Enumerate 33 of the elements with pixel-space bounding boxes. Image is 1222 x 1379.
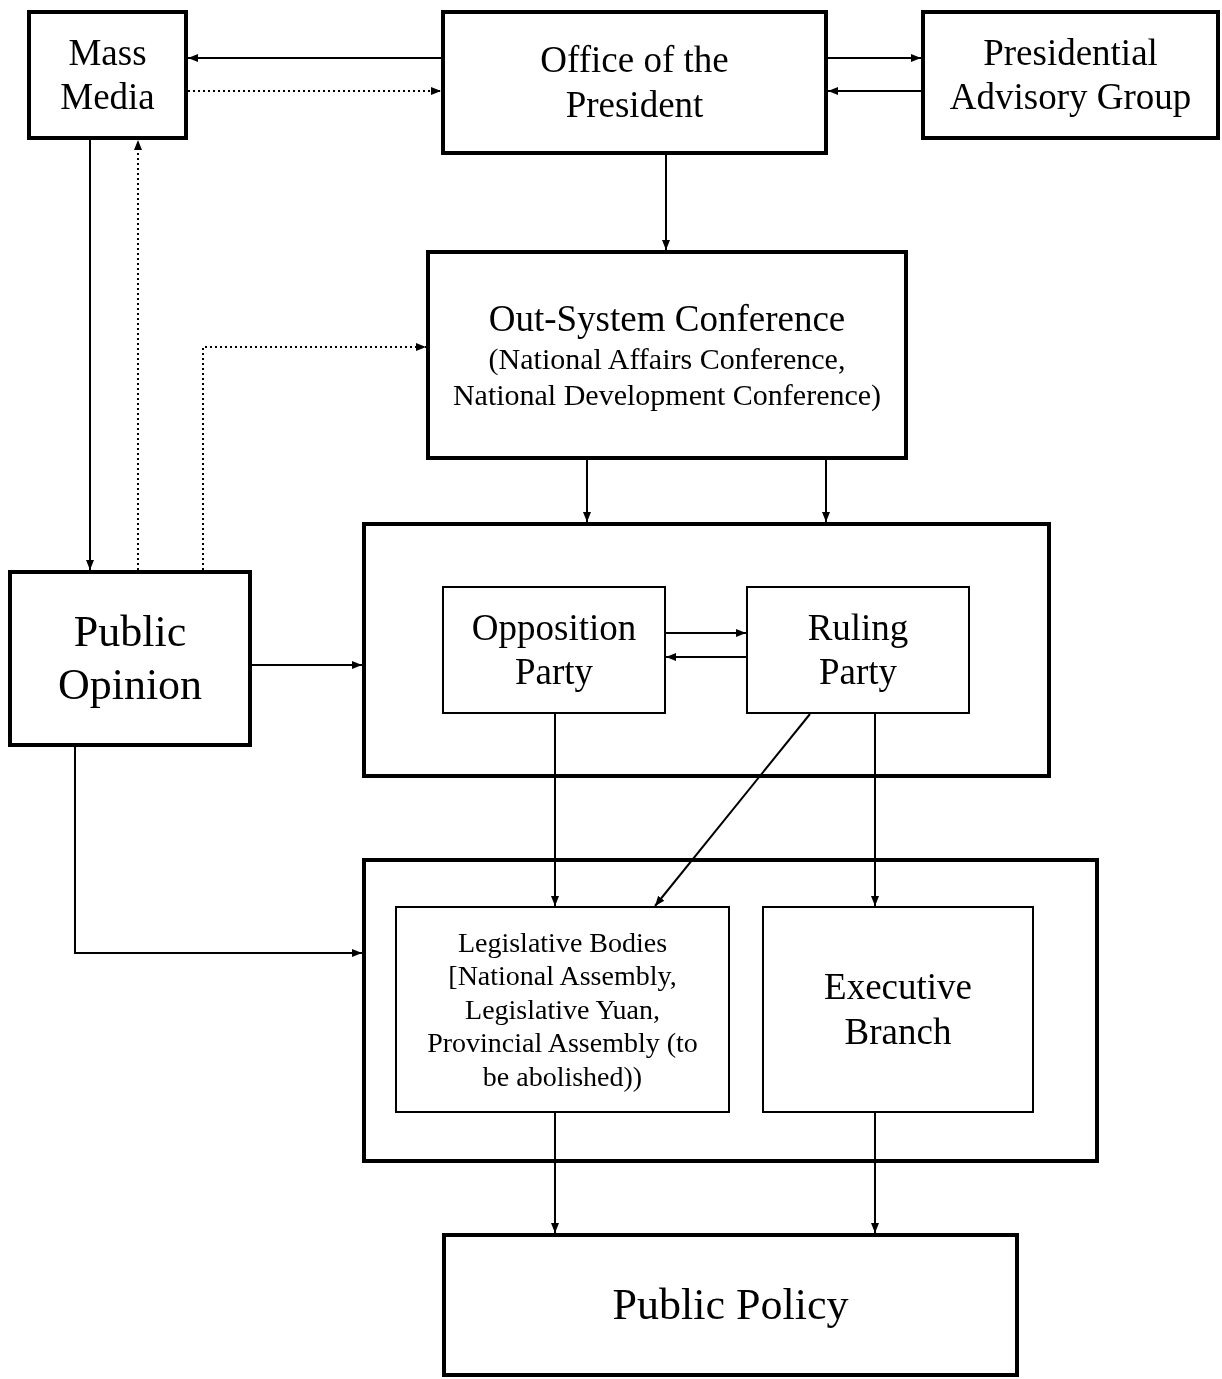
arrow bbox=[665, 629, 747, 637]
arrow bbox=[654, 713, 811, 907]
arrow bbox=[871, 713, 879, 907]
process-box: Public Policy bbox=[442, 1233, 1019, 1377]
process-box bbox=[426, 250, 908, 460]
arrow bbox=[551, 1112, 559, 1234]
arrow bbox=[827, 87, 922, 95]
group-box bbox=[362, 858, 1099, 1163]
group-box bbox=[362, 522, 1051, 778]
process-box: Public Opinion bbox=[8, 570, 252, 747]
inner-box: Legislative Bodies [National Assembly, Legislative Yuan, Provincial Assembly (to be abolished)) bbox=[395, 906, 730, 1113]
arrow bbox=[74, 746, 363, 957]
arrow bbox=[187, 54, 442, 62]
arrow bbox=[583, 459, 591, 523]
arrow bbox=[665, 653, 747, 661]
arrow bbox=[822, 459, 830, 523]
arrow bbox=[134, 139, 142, 571]
arrow bbox=[187, 87, 442, 95]
arrow bbox=[827, 54, 922, 62]
inner-box: Executive Branch bbox=[762, 906, 1034, 1113]
inner-box: Opposition Party bbox=[442, 586, 666, 714]
arrow bbox=[662, 154, 670, 251]
inner-box: Ruling Party bbox=[746, 586, 970, 714]
process-box: Office of the President bbox=[441, 10, 828, 155]
arrow bbox=[551, 713, 559, 907]
arrow bbox=[86, 139, 94, 571]
arrow bbox=[251, 661, 363, 669]
arrow bbox=[871, 1112, 879, 1234]
process-box: Mass Media bbox=[27, 10, 188, 140]
box-title: Out-System Conference bbox=[488, 296, 846, 341]
box-subtitle: (National Affairs Conference, National Development Conference) bbox=[451, 341, 883, 414]
process-box: Presidential Advisory Group bbox=[921, 10, 1220, 140]
arrow bbox=[202, 343, 427, 571]
